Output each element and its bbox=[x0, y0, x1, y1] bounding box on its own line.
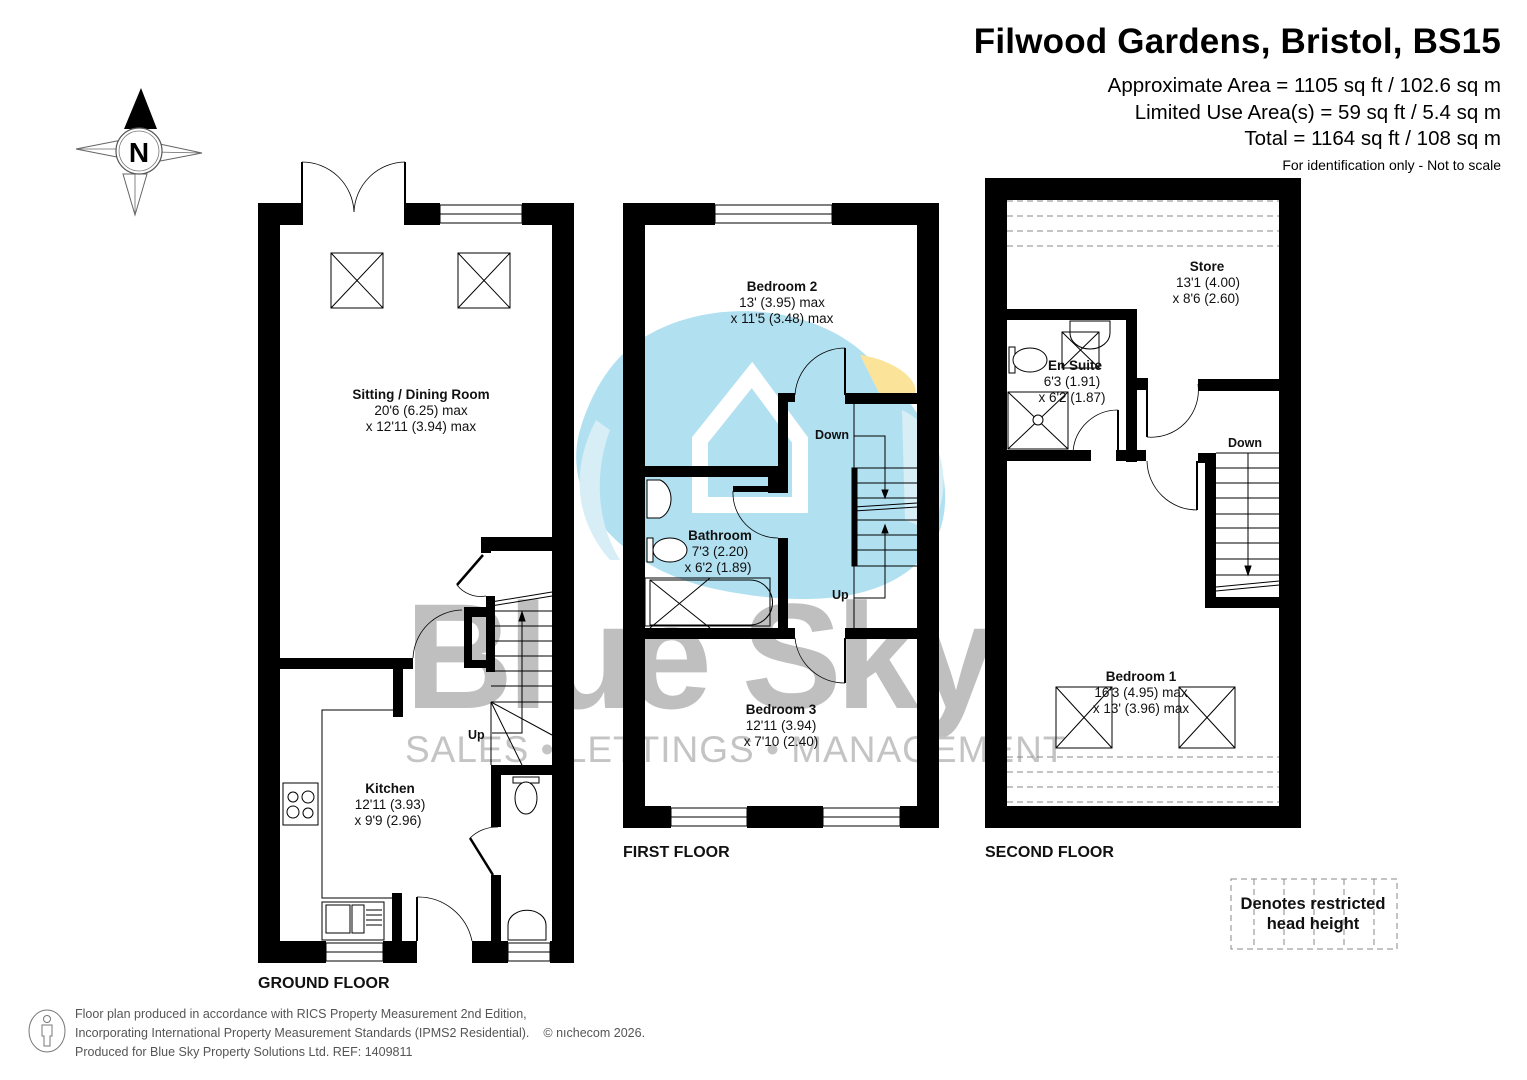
hob-icon bbox=[282, 782, 319, 826]
room-dim-sitting-dining-2: x 12'11 (3.94) max bbox=[366, 419, 477, 434]
room-dim-bedroom-3-1: 12'11 (3.94) bbox=[746, 718, 817, 733]
second-floor-plan: Down Store 13'1 (4.00) x 8'6 (2.60) En S… bbox=[985, 178, 1301, 861]
restricted-head-height-lines bbox=[1007, 200, 1279, 803]
room-dim-bedroom-1-2: x 13' (3.96) max bbox=[1093, 701, 1190, 716]
ground-floor-plan: Up Sitting / Dining Room 20'6 (6.25) max… bbox=[258, 161, 574, 992]
room-name-kitchen: Kitchen bbox=[365, 781, 415, 796]
legend-line-2: head height bbox=[1267, 915, 1360, 933]
person-measurement-icon bbox=[28, 1009, 66, 1053]
legend-line-1: Denotes restricted bbox=[1241, 895, 1386, 913]
sink-icon bbox=[321, 901, 385, 941]
property-title: Filwood Gardens, Bristol, BS15 bbox=[973, 22, 1501, 61]
room-name-bedroom-2: Bedroom 2 bbox=[747, 279, 818, 294]
compass-label: N bbox=[129, 137, 149, 168]
footer-line-1: Floor plan produced in accordance with R… bbox=[75, 1007, 527, 1021]
room-dim-bedroom-3-2: x 7'10 (2.40) bbox=[744, 734, 819, 749]
room-name-bedroom-1: Bedroom 1 bbox=[1106, 669, 1177, 684]
footer-notes: Floor plan produced in accordance with R… bbox=[75, 1005, 645, 1062]
second-stairs-down-label: Down bbox=[1228, 436, 1262, 450]
not-to-scale-note: For identification only - Not to scale bbox=[1282, 157, 1501, 173]
total-area: Total = 1164 sq ft / 108 sq m bbox=[1244, 127, 1501, 150]
basin-icon bbox=[507, 909, 547, 941]
room-name-bathroom: Bathroom bbox=[688, 528, 752, 543]
room-dim-bedroom-2-2: x 11'5 (3.48) max bbox=[731, 311, 834, 326]
room-dim-bedroom-2-1: 13' (3.95) max bbox=[739, 295, 825, 310]
room-dim-kitchen-1: 12'11 (3.93) bbox=[355, 797, 426, 812]
watermark-tagline: SALES • LETTINGS • MANAGEMENT bbox=[405, 729, 1066, 770]
second-floor-label: SECOND FLOOR bbox=[985, 844, 1114, 861]
second-stairs bbox=[1215, 452, 1280, 592]
ground-stairs bbox=[490, 591, 553, 766]
room-dim-bedroom-1-1: 16'3 (4.95) max bbox=[1094, 685, 1188, 700]
footer-line-2-text: Incorporating International Property Mea… bbox=[75, 1026, 530, 1040]
room-dim-kitchen-2: x 9'9 (2.96) bbox=[354, 813, 421, 828]
room-dim-en-suite-2: x 6'2 (1.87) bbox=[1038, 390, 1105, 405]
room-dim-store-2: x 8'6 (2.60) bbox=[1172, 291, 1239, 306]
ground-stairs-up-label: Up bbox=[468, 728, 485, 742]
room-name-store: Store bbox=[1190, 259, 1225, 274]
footer-line-2: Incorporating International Property Mea… bbox=[75, 1024, 645, 1043]
footer-copyright: © nıchecom 2026. bbox=[543, 1026, 646, 1040]
room-dim-bathroom-1: 7'3 (2.20) bbox=[692, 544, 749, 559]
first-stairs bbox=[851, 404, 918, 628]
ground-floor-label: GROUND FLOOR bbox=[258, 975, 390, 992]
room-dim-sitting-dining-1: 20'6 (6.25) max bbox=[374, 403, 468, 418]
toilet-icon bbox=[512, 776, 540, 815]
first-stairs-down-label: Down bbox=[815, 428, 849, 442]
first-floor-plan: Down Up Bedroom 2 13' (3.95) max x 11'5 … bbox=[623, 203, 939, 861]
en-suite-fixtures bbox=[1007, 320, 1111, 450]
bathroom-fixtures bbox=[644, 479, 773, 629]
room-dim-bathroom-2: x 6'2 (1.89) bbox=[684, 560, 751, 575]
room-dim-en-suite-1: 6'3 (1.91) bbox=[1044, 374, 1101, 389]
approximate-area: Approximate Area = 1105 sq ft / 102.6 sq… bbox=[1107, 74, 1501, 97]
velux-windows bbox=[1055, 686, 1236, 749]
room-name-sitting-dining: Sitting / Dining Room bbox=[352, 387, 489, 402]
room-name-en-suite: En Suite bbox=[1048, 358, 1102, 373]
compass-north-icon: N bbox=[75, 88, 203, 217]
restricted-head-height-legend: Denotes restricted head height bbox=[1230, 878, 1398, 950]
first-floor-label: FIRST FLOOR bbox=[623, 844, 730, 861]
first-stairs-up-label: Up bbox=[832, 588, 849, 602]
room-name-bedroom-3: Bedroom 3 bbox=[746, 702, 817, 717]
footer-line-3: Produced for Blue Sky Property Solutions… bbox=[75, 1045, 413, 1059]
limited-use-area: Limited Use Area(s) = 59 sq ft / 5.4 sq … bbox=[1134, 101, 1501, 124]
room-dim-store-1: 13'1 (4.00) bbox=[1176, 275, 1240, 290]
